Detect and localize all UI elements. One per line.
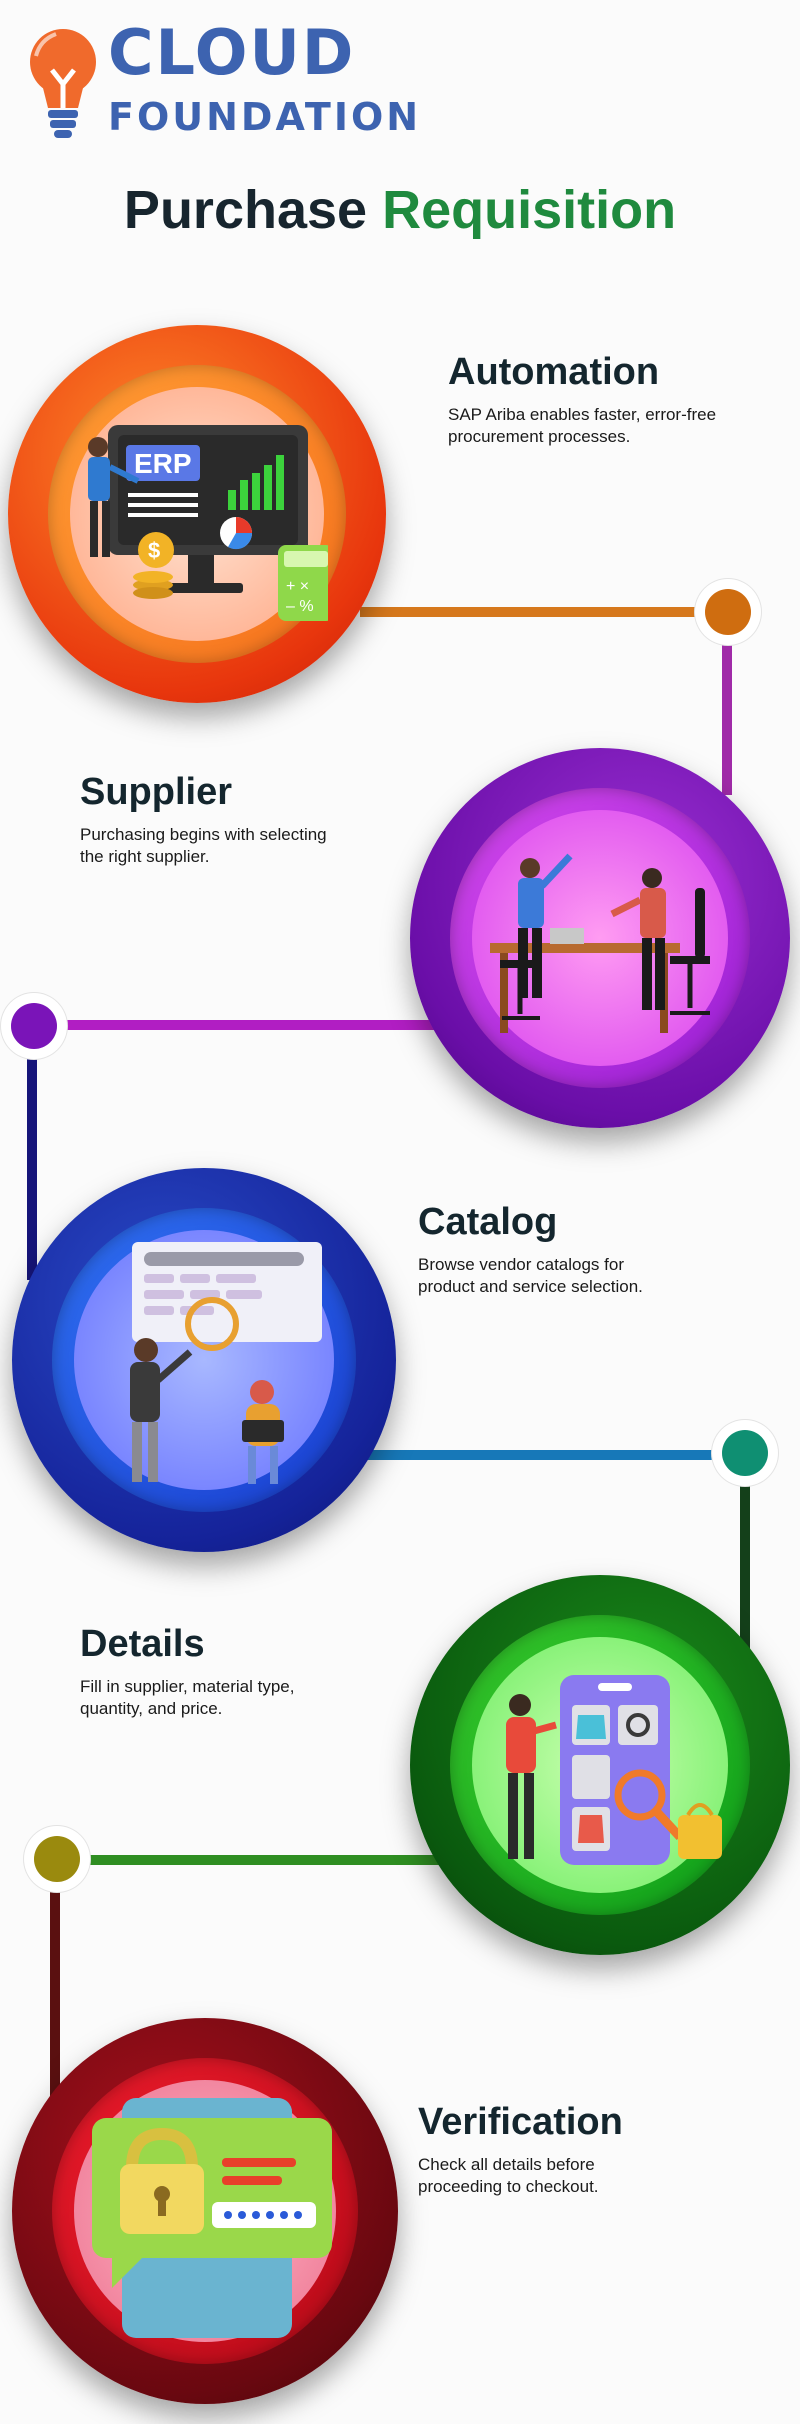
step-circle-catalog	[12, 1168, 396, 1552]
brand-name-line1: CLOUD	[108, 16, 356, 89]
step-circle-verification	[12, 2018, 398, 2404]
connector-dot-1	[705, 589, 751, 635]
catalog-search-illustration	[92, 1242, 332, 1492]
step-title: Catalog	[418, 1201, 558, 1243]
connector-dot-3	[722, 1430, 768, 1476]
connector-line-2	[32, 1020, 442, 1030]
security-lock-illustration	[82, 2098, 342, 2338]
step-title: Automation	[448, 351, 660, 393]
connector-dot-4	[34, 1836, 80, 1882]
svg-text:+ ×: + ×	[286, 578, 309, 595]
step-description: Fill in supplier, material type,quantity…	[80, 1677, 295, 1718]
step-text-supplier: Supplier Purchasing begins with selectin…	[80, 770, 410, 868]
title-word-requisition: Requisition	[382, 180, 677, 240]
connector-line-1-vertical	[722, 615, 732, 795]
svg-text:– %: – %	[286, 598, 314, 615]
lightbulb-logo-icon	[26, 26, 100, 140]
connector-line-3-vertical	[740, 1458, 750, 1688]
page-title: Purchase Requisition	[0, 178, 800, 242]
connector-line-4	[55, 1855, 450, 1865]
brand-name-line2: FOUNDATION	[108, 95, 422, 139]
connector-line-4-vertical	[50, 1860, 60, 2100]
connector-line-1	[360, 607, 728, 617]
online-shopping-illustration	[480, 1675, 740, 1895]
connector-dot-2	[11, 1003, 57, 1049]
step-text-details: Details Fill in supplier, material type,…	[80, 1622, 410, 1720]
step-circle-supplier	[410, 748, 790, 1128]
step-circle-details	[410, 1575, 790, 1955]
step-circle-automation: ERP $ + × – %	[8, 325, 386, 703]
svg-text:$: $	[148, 538, 160, 563]
step-title: Supplier	[80, 771, 233, 813]
svg-text:ERP: ERP	[134, 448, 192, 479]
step-title: Details	[80, 1623, 205, 1665]
title-word-purchase: Purchase	[123, 180, 368, 240]
connector-line-3	[350, 1450, 745, 1460]
step-text-automation: Automation SAP Ariba enables faster, err…	[448, 350, 778, 448]
erp-dashboard-illustration: ERP $ + × – %	[68, 395, 334, 635]
connector-line-2-vertical	[27, 1030, 37, 1280]
business-meeting-illustration	[460, 828, 740, 1058]
step-title: Verification	[418, 2101, 623, 2143]
